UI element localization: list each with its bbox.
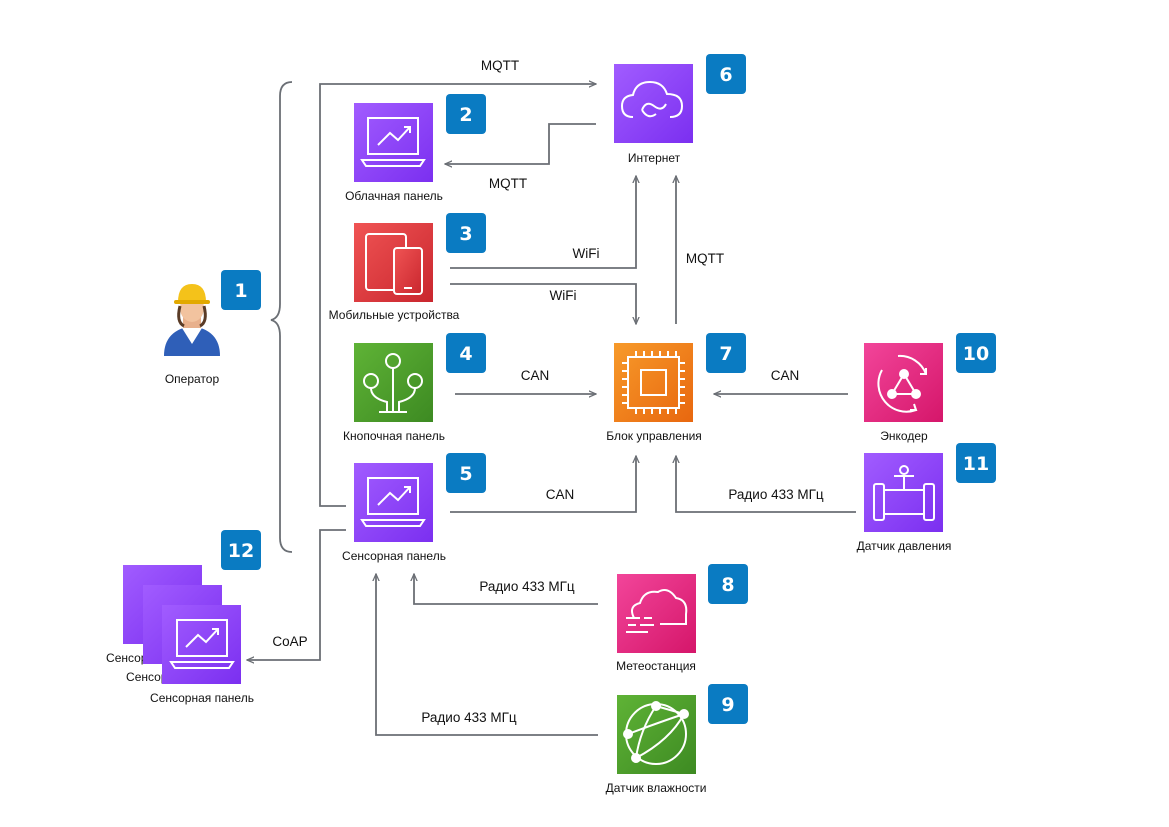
svg-text:6: 6	[719, 64, 732, 86]
svg-text:9: 9	[721, 694, 734, 716]
chip-icon	[622, 351, 685, 414]
svg-text:5: 5	[459, 463, 472, 485]
node-operator[interactable]: Оператор	[164, 284, 220, 386]
svg-text:10: 10	[963, 343, 989, 365]
operator-bracket	[270, 81, 293, 553]
cloud-sync-icon	[620, 80, 684, 118]
label-can-encoder: CAN	[771, 368, 800, 383]
label-mqtt-control-internet: MQTT	[686, 251, 724, 266]
edge-coap	[247, 529, 346, 660]
edge-wifi-to-internet	[450, 176, 636, 269]
edge-wifi-to-control	[450, 283, 636, 324]
control-unit-label: Блок управления	[606, 429, 702, 443]
node-encoder[interactable]: Энкодер	[864, 343, 943, 443]
node-mobile[interactable]: Мобильные устройства	[329, 223, 460, 322]
badge-9: 9	[708, 684, 748, 724]
node-touch-group[interactable]: Сенсорная панель Сенсорная панель Сенсор…	[106, 565, 254, 705]
node-control-unit[interactable]: Блок управления	[606, 343, 702, 443]
label-wifi-to-control: WiFi	[550, 288, 577, 303]
pipe-valve-icon	[873, 465, 935, 521]
node-button-panel[interactable]: Кнопочная панель	[343, 343, 445, 443]
badge-12: 12	[221, 530, 261, 570]
svg-text:7: 7	[719, 343, 732, 365]
worker-avatar-icon	[164, 284, 220, 356]
globe-network-icon	[623, 701, 689, 765]
encoder-label: Энкодер	[880, 429, 928, 443]
node-cloud-panel[interactable]: Облачная панель	[345, 103, 443, 203]
connections	[247, 81, 856, 736]
touch-group-tile-front	[162, 605, 241, 684]
badge-5: 5	[446, 453, 486, 493]
humidity-label: Датчик влажности	[606, 781, 707, 795]
cloud-panel-label: Облачная панель	[345, 189, 443, 203]
rotation-nodes-icon	[877, 354, 927, 413]
weather-tile	[617, 574, 696, 653]
badge-3: 3	[446, 213, 486, 253]
badge-6: 6	[706, 54, 746, 94]
label-radio-humidity: Радио 433 МГц	[421, 710, 517, 725]
node-weather[interactable]: Метеостанция	[616, 574, 696, 673]
encoder-tile	[864, 343, 943, 422]
cloud-fog-icon	[626, 589, 688, 633]
label-can-touch: CAN	[546, 487, 575, 502]
node-touch-panel[interactable]: Сенсорная панель	[342, 463, 446, 563]
node-humidity[interactable]: Датчик влажности	[606, 695, 707, 795]
laptop-chart-icon	[360, 477, 426, 527]
svg-text:12: 12	[228, 540, 254, 562]
laptop-chart-icon	[169, 619, 235, 669]
edge-radio-pressure	[676, 456, 856, 513]
mobile-label: Мобильные устройства	[329, 308, 460, 322]
badge-2: 2	[446, 94, 486, 134]
edge-mqtt-to-internet	[319, 84, 596, 507]
node-internet[interactable]: Интернет	[614, 64, 693, 165]
operator-label: Оператор	[165, 372, 220, 386]
svg-text:11: 11	[963, 453, 989, 475]
button-panel-label: Кнопочная панель	[343, 429, 445, 443]
edge-radio-humidity	[376, 574, 598, 736]
touch-group-label-front: Сенсорная панель	[150, 691, 254, 705]
badge-7: 7	[706, 333, 746, 373]
label-coap: CoAP	[272, 634, 307, 649]
badge-4: 4	[446, 333, 486, 373]
svg-text:8: 8	[721, 574, 734, 596]
control-unit-tile	[614, 343, 693, 422]
svg-text:2: 2	[459, 104, 472, 126]
touch-panel-tile	[354, 463, 433, 542]
internet-label: Интернет	[628, 151, 681, 165]
badges: 1 2 3 4 5 6 7 8 9 10 11 12	[221, 54, 996, 724]
label-mqtt-to-internet: MQTT	[481, 58, 519, 73]
edge-labels: MQTT MQTT WiFi WiFi MQTT CAN CAN CAN Рад…	[272, 58, 824, 725]
circuit-tree-icon	[363, 353, 423, 413]
node-pressure[interactable]: Датчик давления	[857, 453, 952, 553]
badge-10: 10	[956, 333, 996, 373]
badge-11: 11	[956, 443, 996, 483]
label-mqtt-to-cloud: MQTT	[489, 176, 527, 191]
svg-text:3: 3	[459, 223, 472, 245]
badge-1: 1	[221, 270, 261, 310]
svg-text:4: 4	[459, 343, 472, 365]
edge-mqtt-to-cloud	[445, 123, 596, 164]
weather-label: Метеостанция	[616, 659, 696, 673]
touch-panel-label: Сенсорная панель	[342, 549, 446, 563]
svg-text:1: 1	[234, 280, 247, 302]
edge-radio-weather	[414, 574, 598, 605]
edge-can-touch	[450, 456, 636, 513]
label-radio-weather: Радио 433 МГц	[479, 579, 575, 594]
laptop-chart-icon	[360, 117, 426, 167]
label-can-button: CAN	[521, 368, 550, 383]
label-wifi-to-internet: WiFi	[573, 246, 600, 261]
badge-8: 8	[708, 564, 748, 604]
devices-icon	[365, 233, 423, 295]
cloud-panel-tile	[354, 103, 433, 182]
label-radio-pressure: Радио 433 МГц	[728, 487, 824, 502]
pressure-label: Датчик давления	[857, 539, 952, 553]
internet-tile	[614, 64, 693, 143]
